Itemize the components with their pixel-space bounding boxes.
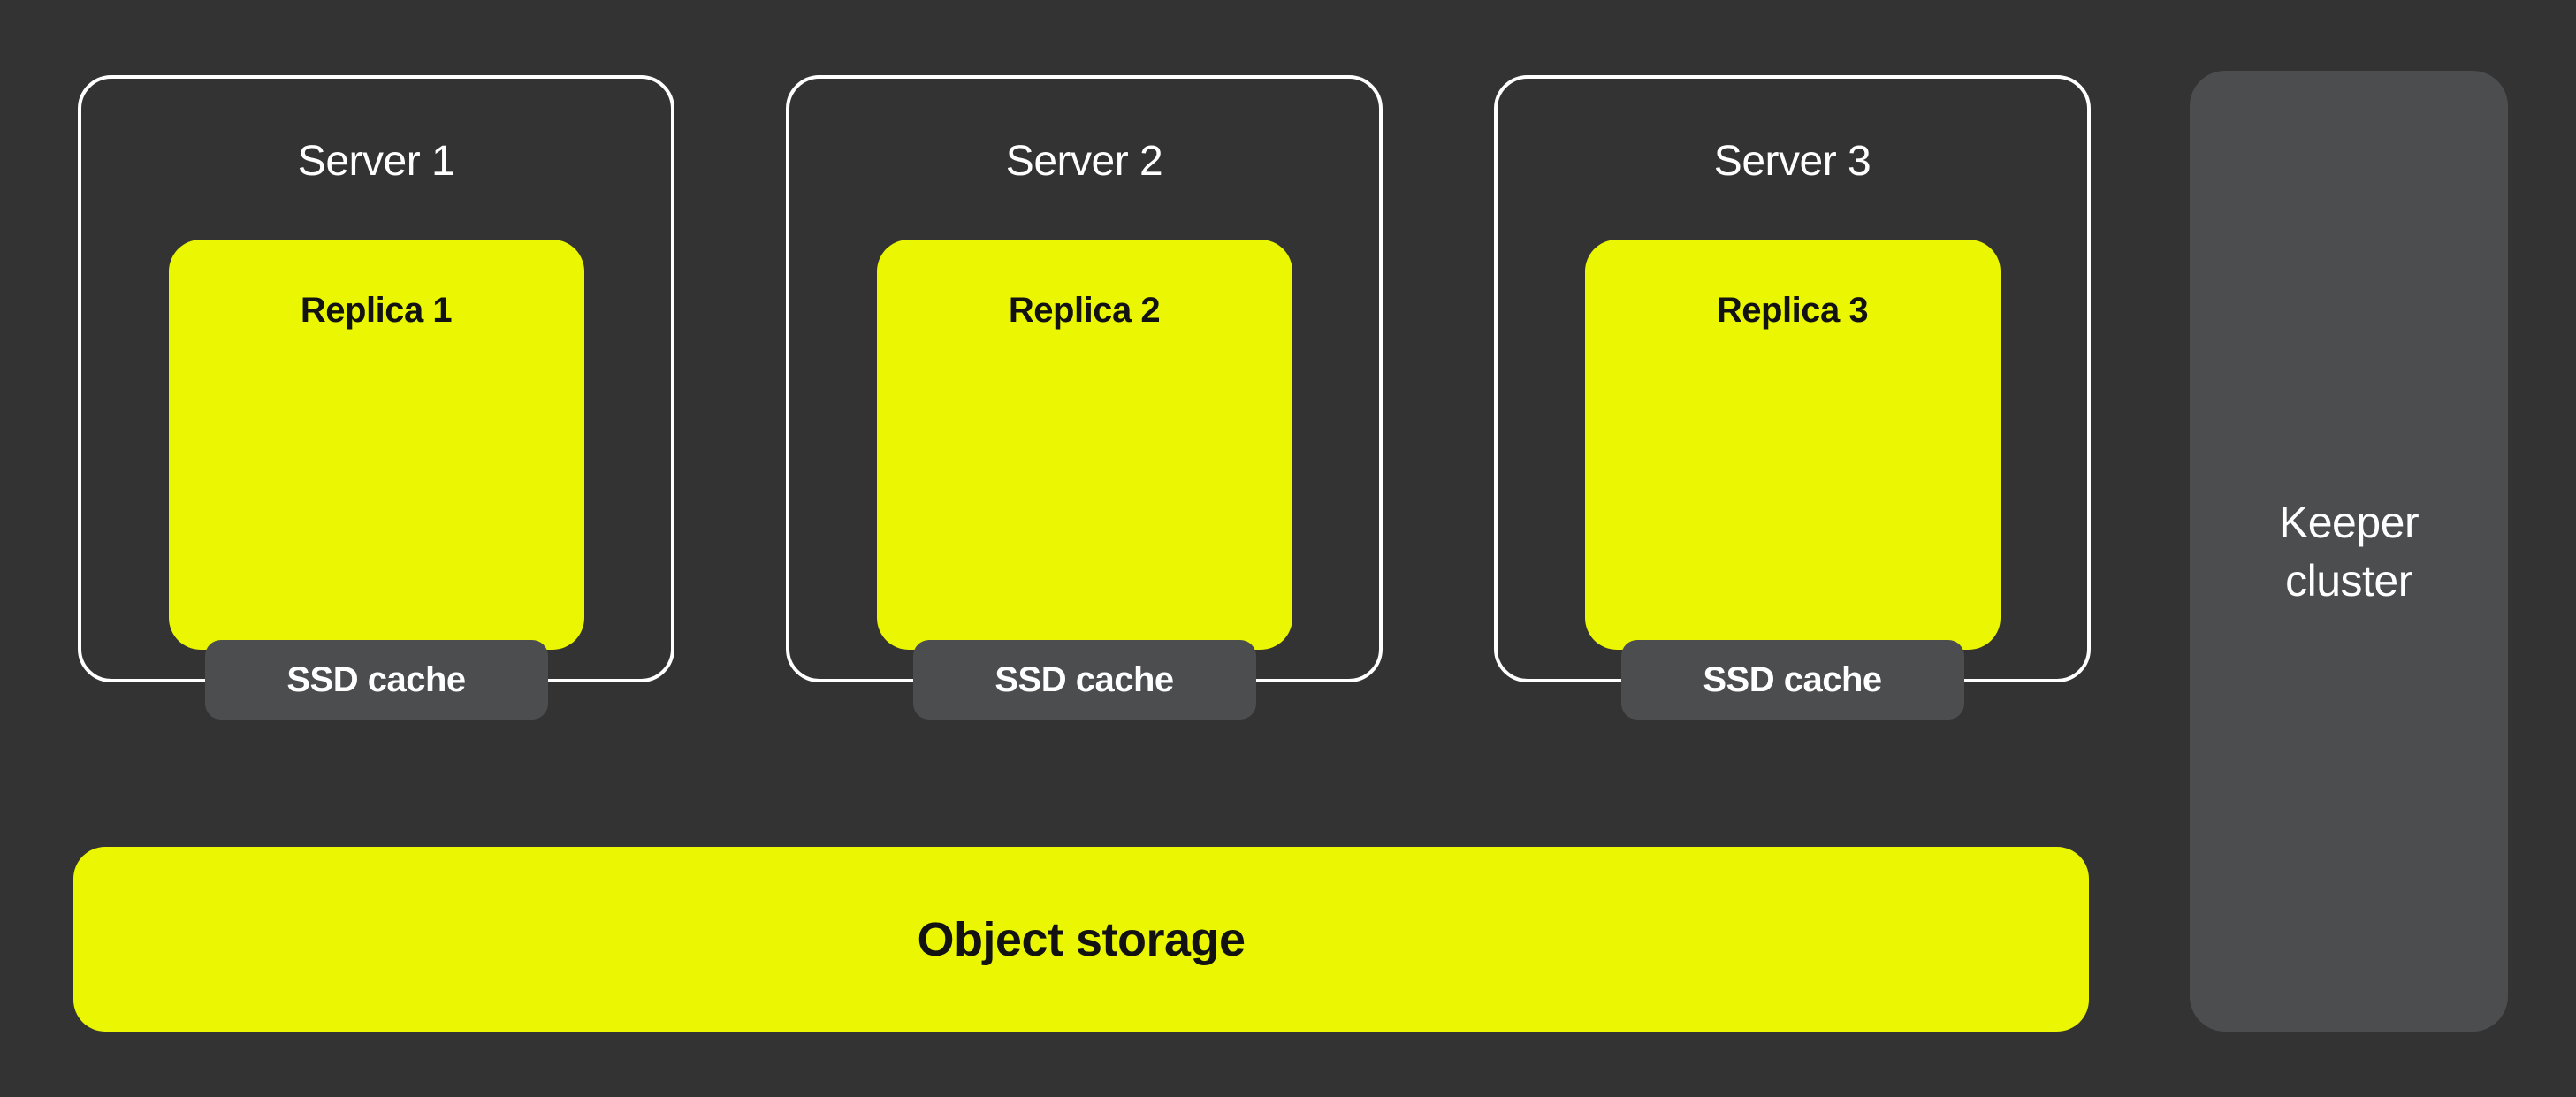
servers-row: Server 1 Replica 1 SSD cache Server 2 Re… <box>78 75 2091 720</box>
server-2-box: Server 2 Replica 2 SSD cache <box>786 75 1383 720</box>
ssd-cache-1-badge: SSD cache <box>204 640 548 720</box>
ssd-cache-3-badge: SSD cache <box>1620 640 1964 720</box>
replica-1-label: Replica 1 <box>300 291 453 330</box>
keeper-cluster-label: Keeper cluster <box>2278 497 2420 606</box>
replica-3-box: Replica 3 <box>1584 240 2001 650</box>
ssd-cache-2-badge: SSD cache <box>912 640 1256 720</box>
server-3-title: Server 3 <box>1713 138 1871 185</box>
replica-3-label: Replica 3 <box>1716 291 1869 330</box>
server-2-title: Server 2 <box>1005 138 1163 185</box>
keeper-cluster-box: Keeper cluster <box>2190 71 2508 1032</box>
object-storage-label: Object storage <box>917 912 1246 966</box>
object-storage-box: Object storage <box>73 847 2089 1032</box>
server-1-box: Server 1 Replica 1 SSD cache <box>78 75 674 720</box>
replica-1-box: Replica 1 <box>168 240 584 650</box>
server-3-box: Server 3 Replica 3 SSD cache <box>1494 75 2091 720</box>
server-1-title: Server 1 <box>297 138 455 185</box>
replica-2-box: Replica 2 <box>876 240 1292 650</box>
replica-2-label: Replica 2 <box>1008 291 1161 330</box>
